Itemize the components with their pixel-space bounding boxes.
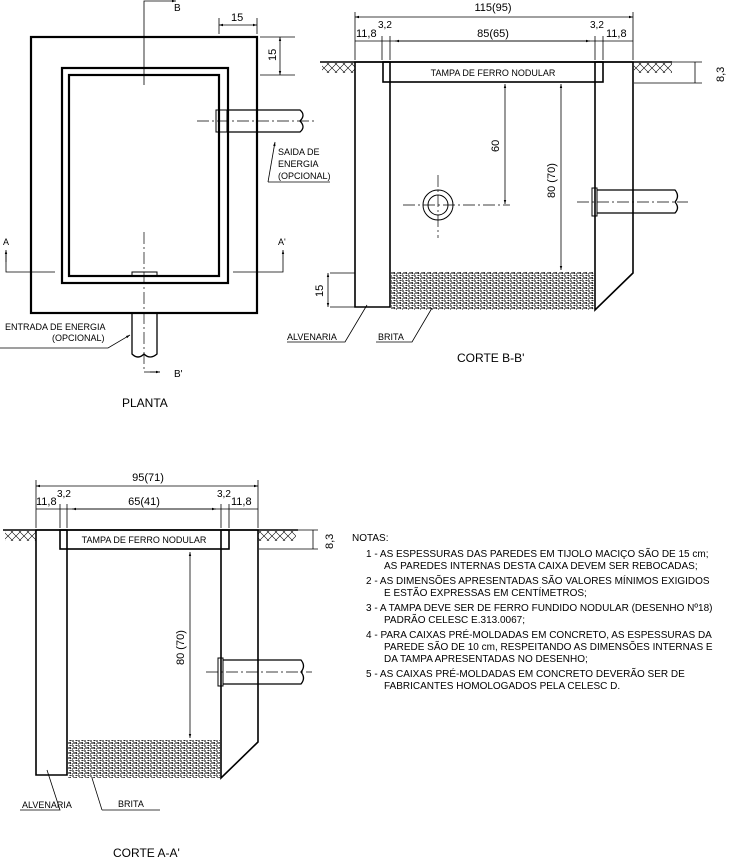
dim-wall-left: 11,8 [36,496,57,508]
entry-pipe [131,314,158,358]
dim-depth: 80 (70) [175,630,187,665]
dim-15-top: 15 [231,12,243,24]
lid-frame [60,66,230,285]
dim-depth: 80 (70) [546,163,558,198]
entry-label-2: (OPCIONAL) [52,333,105,343]
section-b2-label: B' [174,369,183,380]
dim-wall-right: 11,8 [231,496,252,508]
dim-inner: 65(41) [128,496,160,508]
soil-right [634,63,672,73]
note-4-line-2: PAREDE SÃO DE 10 cm, RESPEITANDO AS DIME… [384,640,713,653]
gravel-label: BRITA [118,799,144,809]
dim-gap-right: 3,2 [217,489,231,500]
exit-label-1: SAIDA DE [278,147,320,157]
dim-gap-left: 3,2 [378,20,392,31]
note-2-line-2: E ESTÃO EXPRESSAS EM CENTÍMETROS; [384,586,587,599]
dim-gap-left: 3,2 [57,489,71,500]
note-4-line-1: 4 - PARA CAIXAS PRÉ-MOLDADAS EM CONCRETO… [366,628,712,641]
cast-iron-lid [59,529,230,550]
note-3-line-1: 3 - A TAMPA DEVE SER DE FERRO FUNDIDO NO… [366,603,713,614]
dim-wall-left: 11,8 [356,28,377,40]
section-a-label: A [3,237,9,247]
exit-label-3: (OPCIONAL) [278,171,331,181]
plan-view: B B' A A' 15 15 SAIDA DE ENERGIA (OPCION… [0,0,331,410]
dim-lid-height: 8,3 [715,67,727,82]
dim-lid-height: 8,3 [324,534,336,549]
wall-left [35,529,68,776]
entry-label-1: ENTRADA DE ENERGIA [5,322,106,332]
lid-label: TAMPA DE FERRO NODULAR [431,68,556,78]
wall-right [594,61,634,312]
dim-15-gravel: 15 [314,285,326,297]
note-2-line-1: 2 - AS DIMENSÕES APRESENTADAS SÃO VALORE… [366,574,710,587]
section-aa-title: CORTE A-A' [113,846,180,860]
cast-iron-lid [382,61,604,83]
section-a2-line [233,250,285,273]
section-aa: TAMPA DE FERRO NODULAR 95(71) 11,8 3,2 6… [3,472,336,860]
gravel-label: BRITA [378,332,404,342]
gravel-bed [391,272,594,310]
note-5-line-1: 5 - AS CAIXAS PRÉ-MOLDADAS EM CONCRETO D… [366,667,685,680]
section-bb-title: CORTE B-B' [457,351,524,365]
section-a2-label: A' [278,237,286,247]
soil-left [322,63,355,73]
inner-box [67,73,221,278]
masonry-label: ALVENARIA [287,332,337,342]
notes: NOTAS: 1 - AS ESPESSURAS DAS PAREDES EM … [352,533,713,692]
section-b-label: B [174,3,181,14]
wall-left [354,61,391,308]
note-5-line-2: FABRICANTES HOMOLOGADOS PELA CELESC D. [384,681,620,692]
wall-right [220,529,259,780]
masonry-label: ALVENARIA [22,800,72,810]
dim-inner: 85(65) [477,28,509,40]
lid-label: TAMPA DE FERRO NODULAR [82,535,207,545]
soil-right [258,531,296,541]
dim-60: 60 [490,140,502,152]
exit-label-2: ENERGIA [278,159,319,169]
exit-pipe-section [597,189,679,214]
plan-title: PLANTA [122,396,168,410]
section-b-line [143,0,176,85]
note-4-line-3: DA TAMPA APRESENTADAS NO DESENHO; [384,654,588,665]
dim-total: 95(71) [132,472,164,484]
dim-total: 115(95) [474,2,511,14]
notes-title: NOTAS: [352,533,388,544]
note-1-line-1: 1 - AS ESPESSURAS DAS PAREDES EM TIJOLO … [366,547,709,560]
gravel-bed [68,740,220,778]
dim-15-right: 15 [267,49,279,61]
dim-wall-right: 11,8 [606,28,627,40]
note-1-line-2: AS PAREDES INTERNAS DESTA CAIXA DEVEM SE… [384,561,698,572]
dim-gap-right: 3,2 [590,20,604,31]
soil-left [5,531,36,541]
note-3-line-2: PADRÃO CELESC E.313.0067; [384,613,525,626]
section-bb: TAMPA DE FERRO NODULAR 115(95) 11,8 3,2 … [287,2,727,365]
